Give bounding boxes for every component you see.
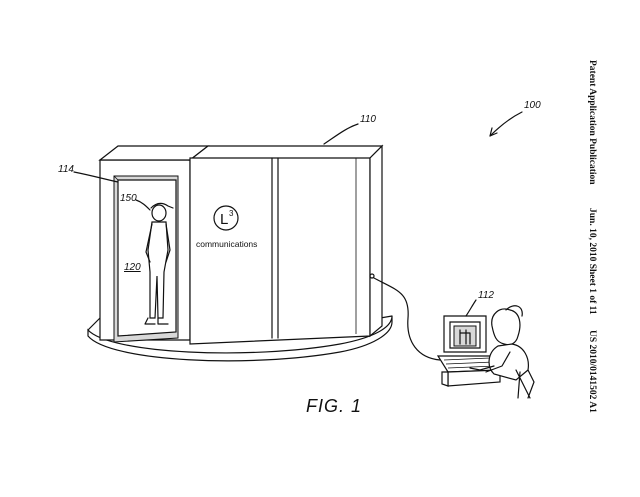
leader-100 xyxy=(489,111,523,137)
person-figure xyxy=(144,202,174,325)
operator-figure xyxy=(469,305,535,399)
logo-ring xyxy=(213,205,239,231)
ref-detection-zone: 120 xyxy=(124,262,141,273)
leader-112 xyxy=(465,299,477,317)
portal-side xyxy=(369,144,383,338)
leader-150 xyxy=(135,199,151,211)
header-sheet: Jun. 10, 2010 Sheet 1 of 11 xyxy=(587,208,597,315)
data-cable xyxy=(373,277,441,361)
ref-person: 150 xyxy=(120,193,137,204)
logo-mark: L xyxy=(220,211,228,228)
figure-caption: FIG. 1 xyxy=(306,396,362,416)
header-publication: Patent Application Publication xyxy=(587,60,597,185)
portal-port xyxy=(369,273,375,279)
operator-station xyxy=(436,315,502,387)
ref-operator-station: 112 xyxy=(478,290,494,301)
ref-portal: 110 xyxy=(360,114,376,125)
leader-114 xyxy=(73,171,119,183)
entrance-inner-edge xyxy=(113,175,119,181)
arrow-100 xyxy=(489,127,498,137)
sheet-header: Patent Application Publication Jun. 10, … xyxy=(587,60,597,413)
portal-front xyxy=(189,157,371,345)
ref-system: 100 xyxy=(524,100,541,111)
ref-entrance: 114 xyxy=(58,164,74,175)
logo-brand-text: communications xyxy=(196,239,257,249)
leader-110 xyxy=(323,123,359,145)
logo-superscript: 3 xyxy=(229,209,234,218)
header-number: US 2010/0141502 A1 xyxy=(587,330,597,413)
